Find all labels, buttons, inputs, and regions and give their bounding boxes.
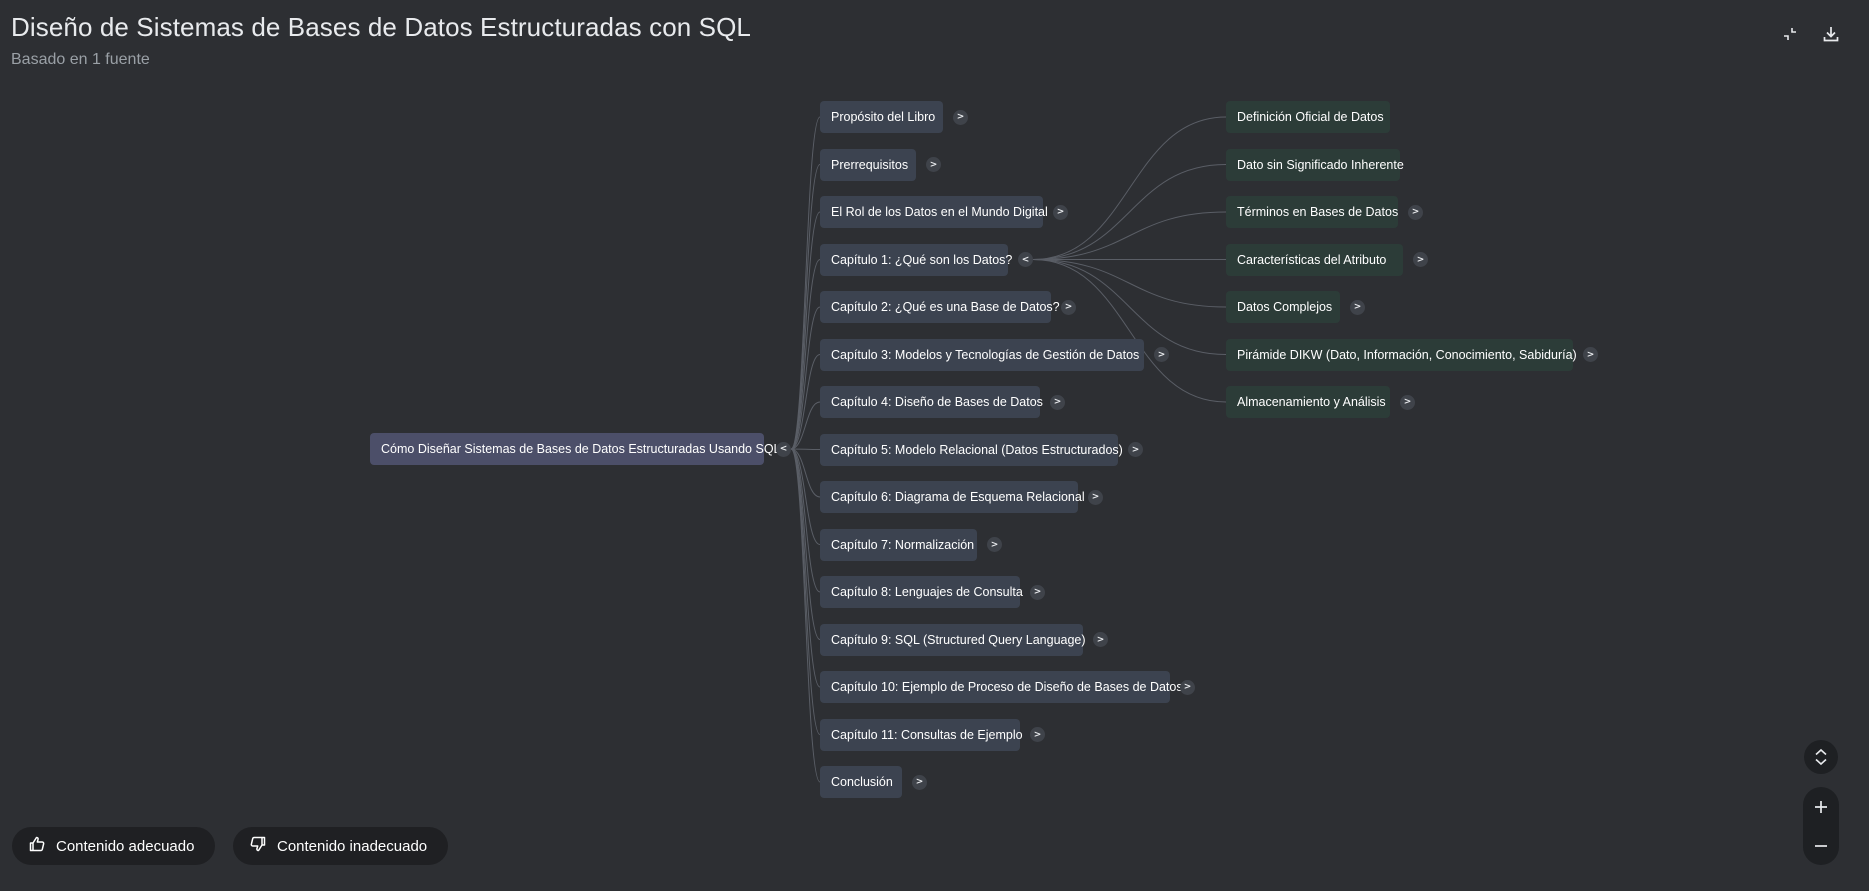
connector-line: [790, 448, 821, 450]
branch-node[interactable]: Capítulo 1: ¿Qué son los Datos?: [820, 243, 1012, 276]
connector-line: [790, 448, 821, 593]
branch-node[interactable]: Capítulo 6: Diagrama de Esquema Relacion…: [820, 481, 1085, 513]
leaf-node-toggle[interactable]: >: [1350, 299, 1365, 315]
branch-node-toggle[interactable]: >: [1088, 489, 1103, 505]
branch-node-toggle[interactable]: >: [912, 774, 927, 790]
connector-line: [790, 401, 821, 450]
leaf-node[interactable]: Datos Complejos: [1226, 291, 1340, 323]
leaf-node-toggle[interactable]: >: [1408, 204, 1423, 220]
plus-icon[interactable]: [1803, 787, 1839, 826]
leaf-node[interactable]: Pirámide DIKW (Dato, Información, Conoci…: [1226, 338, 1577, 371]
branch-node-toggle[interactable]: >: [1128, 442, 1143, 457]
good-content-button[interactable]: Contenido adecuado: [12, 827, 215, 865]
branch-node[interactable]: Capítulo 10: Ejemplo de Proceso de Diseñ…: [820, 671, 1183, 703]
connector-line: [790, 448, 821, 640]
branch-node[interactable]: Prerrequisitos: [820, 148, 916, 181]
root-node[interactable]: Cómo Diseñar Sistemas de Bases de Datos …: [370, 433, 781, 465]
branch-node[interactable]: Capítulo 11: Consultas de Ejemplo: [820, 718, 1023, 751]
bad-content-label: Contenido inadecuado: [277, 837, 428, 855]
branch-node[interactable]: Capítulo 5: Modelo Relacional (Datos Est…: [820, 433, 1123, 466]
bad-content-button[interactable]: Contenido inadecuado: [233, 827, 448, 865]
leaf-node-toggle[interactable]: >: [1400, 394, 1415, 410]
leaf-node[interactable]: Almacenamiento y Análisis: [1226, 386, 1390, 418]
connector-line: [790, 116, 821, 450]
leaf-node[interactable]: Características del Atributo: [1226, 243, 1403, 276]
collapse-icon[interactable]: [1776, 20, 1804, 48]
connector-line: [790, 448, 821, 498]
branch-node-toggle[interactable]: >: [987, 537, 1002, 552]
branch-node[interactable]: Propósito del Libro: [820, 101, 943, 133]
branch-node-toggle[interactable]: >: [1093, 632, 1108, 647]
leaf-node[interactable]: Definición Oficial de Datos: [1226, 101, 1390, 133]
branch-node-toggle[interactable]: >: [953, 109, 968, 125]
connector-line: [790, 306, 821, 450]
root-node-toggle[interactable]: <: [776, 441, 791, 457]
branch-node[interactable]: Capítulo 8: Lenguajes de Consulta: [820, 576, 1023, 608]
connector-line: [790, 164, 821, 450]
leaf-node-toggle[interactable]: >: [1583, 347, 1598, 362]
branch-node[interactable]: Capítulo 3: Modelos y Tecnologías de Ges…: [820, 338, 1144, 371]
branch-node-toggle[interactable]: >: [1030, 727, 1045, 742]
expand-collapse-icon[interactable]: [1804, 740, 1838, 774]
branch-node[interactable]: Conclusión: [820, 766, 902, 798]
branch-node-toggle[interactable]: >: [1030, 584, 1045, 600]
minus-icon[interactable]: [1803, 826, 1839, 865]
leaf-node-toggle[interactable]: >: [1413, 252, 1428, 267]
branch-node-toggle[interactable]: >: [1050, 394, 1065, 410]
connector-line: [1032, 116, 1227, 260]
leaf-node[interactable]: Dato sin Significado Inherente: [1226, 148, 1404, 181]
branch-node[interactable]: El Rol de los Datos en el Mundo Digital: [820, 196, 1048, 228]
connector-line: [1032, 259, 1227, 308]
connector-line: [1032, 259, 1227, 403]
branch-node[interactable]: Capítulo 4: Diseño de Bases de Datos: [820, 386, 1043, 418]
connector-line: [790, 448, 821, 545]
page-subtitle: Basado en 1 fuente: [11, 51, 150, 68]
download-icon[interactable]: [1817, 20, 1845, 48]
branch-node-toggle[interactable]: >: [1180, 679, 1195, 695]
thumbs-up-icon: [28, 835, 46, 857]
connector-line: [790, 354, 821, 450]
good-content-label: Contenido adecuado: [56, 837, 195, 855]
branch-node-toggle[interactable]: >: [1053, 204, 1068, 220]
thumbs-down-icon: [249, 835, 267, 857]
branch-node-toggle[interactable]: <: [1018, 252, 1033, 267]
branch-node-toggle[interactable]: >: [926, 157, 941, 172]
branch-node-toggle[interactable]: >: [1061, 299, 1076, 315]
zoom-controls: [1803, 787, 1839, 865]
leaf-node[interactable]: Términos en Bases de Datos: [1226, 196, 1398, 228]
connector-line: [790, 259, 821, 450]
branch-node[interactable]: Capítulo 7: Normalización: [820, 528, 977, 561]
connector-line: [790, 448, 821, 783]
branch-node[interactable]: Capítulo 9: SQL (Structured Query Langua…: [820, 623, 1086, 656]
branch-node[interactable]: Capítulo 2: ¿Qué es una Base de Datos?: [820, 291, 1060, 323]
connector-line: [790, 448, 821, 735]
connector-line: [790, 448, 821, 688]
page-title: Diseño de Sistemas de Bases de Datos Est…: [11, 12, 751, 42]
branch-node-toggle[interactable]: >: [1154, 347, 1169, 362]
connector-line: [790, 211, 821, 450]
